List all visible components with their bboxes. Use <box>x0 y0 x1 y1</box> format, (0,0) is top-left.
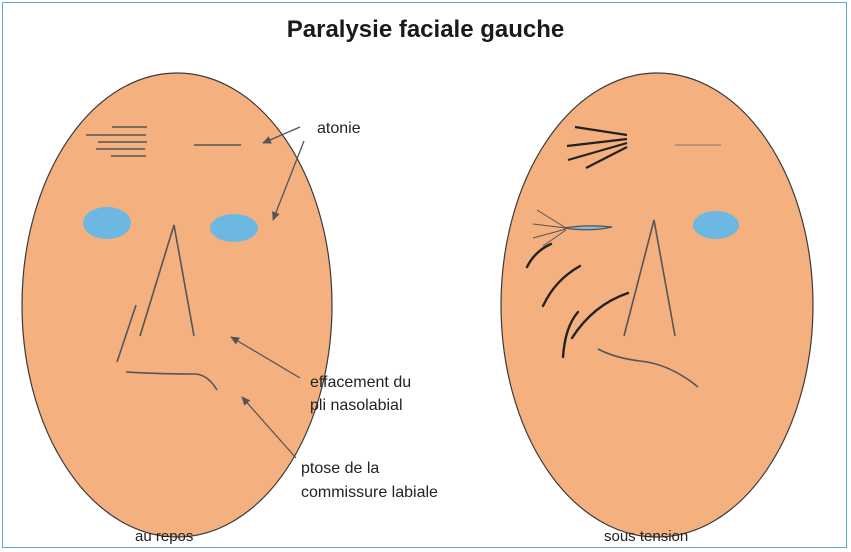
caption-at-rest: au repos <box>135 526 193 548</box>
eye-left-face-left <box>210 214 258 242</box>
face-under-tension <box>501 73 813 537</box>
face-at-rest <box>22 73 332 537</box>
face-outline-right <box>501 73 813 537</box>
eye-open-right-face <box>693 211 739 239</box>
label-effacement-2: pli nasolabial <box>310 395 403 417</box>
label-atonie: atonie <box>317 118 361 140</box>
label-ptose-2: commissure labiale <box>301 482 438 504</box>
label-ptose-1: ptose de la <box>301 458 379 480</box>
face-outline-left <box>22 73 332 537</box>
eye-left-face-right <box>83 207 131 239</box>
label-effacement-1: effacement du <box>310 372 411 394</box>
caption-under-tension: sous tension <box>604 526 688 548</box>
